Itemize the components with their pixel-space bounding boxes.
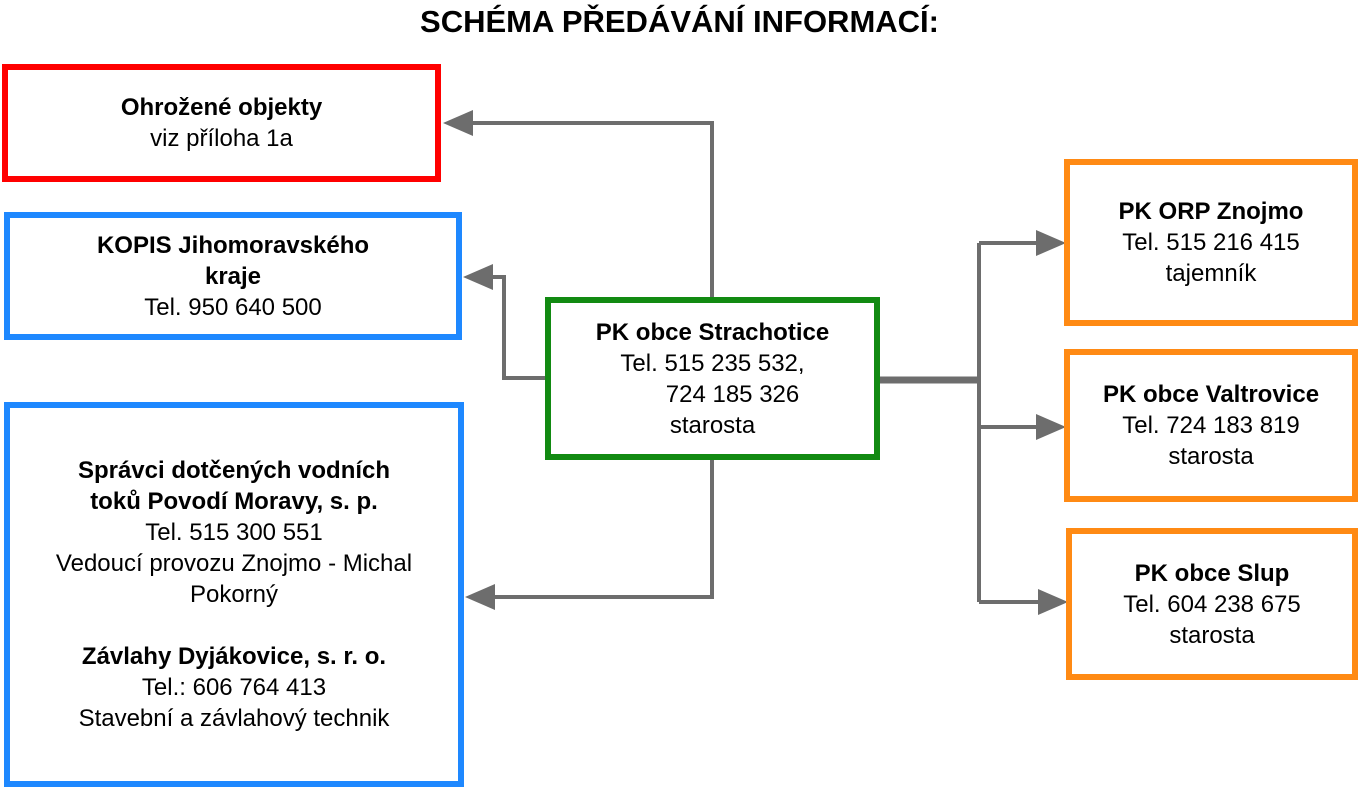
water-org1-contact-line2: Pokorný — [189, 581, 279, 608]
center-role: starosta — [669, 411, 756, 439]
page-title: SCHÉMA PŘEDÁVÁNÍ INFORMACÍ: — [420, 4, 939, 39]
kopis-phone: Tel. 950 640 500 — [144, 293, 322, 321]
arrowhead-orp — [1036, 230, 1066, 256]
slup-phone: Tel. 604 238 675 — [1123, 590, 1301, 618]
arrowhead-threatened — [443, 110, 473, 136]
water-org2-phone: Tel.: 606 764 413 — [141, 674, 327, 701]
arrowhead-valtrovice — [1036, 414, 1066, 440]
connector-center-to-water — [472, 460, 714, 599]
arrowhead-water — [465, 584, 495, 610]
water-managers-box: Správci dotčených vodních toků Povodí Mo… — [4, 402, 464, 787]
center-phone-line1: Tel. 515 235 532, — [620, 349, 805, 377]
orp-role: tajemník — [1165, 260, 1257, 287]
slup-role: starosta — [1169, 621, 1255, 649]
water-org1-line1: Správci dotčených vodních — [77, 457, 391, 484]
orp-phone: Tel. 515 216 415 — [1122, 229, 1300, 256]
slup-heading: PK obce Slup — [1134, 559, 1290, 587]
connector-center-to-threatened — [449, 121, 714, 297]
connector-center-to-kopis — [470, 275, 545, 380]
threatened-heading: Ohrožené objekty — [120, 94, 323, 121]
kopis-heading-line1: KOPIS Jihomoravského — [96, 231, 370, 259]
orp-heading: PK ORP Znojmo — [1118, 198, 1304, 225]
strachotice-center-box: PK obce Strachotice Tel. 515 235 532, 72… — [545, 297, 880, 460]
water-org1-phone: Tel. 515 300 551 — [145, 519, 323, 546]
orp-znojmo-box: PK ORP Znojmo Tel. 515 216 415 tajemník — [1064, 159, 1358, 326]
valtrovice-heading: PK obce Valtrovice — [1102, 381, 1320, 408]
valtrovice-role: starosta — [1168, 443, 1254, 470]
valtrovice-phone: Tel. 724 183 819 — [1122, 412, 1300, 439]
threatened-objects-box: Ohrožené objekty viz příloha 1a — [2, 64, 441, 182]
water-org2-contact: Stavební a závlahový technik — [78, 705, 390, 732]
water-org1-contact-line1: Vedoucí provozu Znojmo - Michal — [55, 550, 413, 577]
water-org2-name: Závlahy Dyjákovice, s. r. o. — [81, 643, 387, 670]
arrowhead-slup — [1038, 589, 1068, 615]
valtrovice-box: PK obce Valtrovice Tel. 724 183 819 star… — [1064, 349, 1358, 502]
threatened-note: viz příloha 1a — [150, 125, 293, 152]
center-phone-line2: 724 185 326 — [665, 380, 800, 408]
kopis-heading-line2: kraje — [204, 262, 262, 290]
water-org1-line2: toků Povodí Moravy, s. p. — [90, 488, 378, 515]
arrowhead-kopis — [463, 264, 493, 290]
slup-box: PK obce Slup Tel. 604 238 675 starosta — [1066, 528, 1358, 680]
kopis-box: KOPIS Jihomoravského kraje Tel. 950 640 … — [4, 212, 462, 340]
center-heading: PK obce Strachotice — [595, 318, 830, 346]
